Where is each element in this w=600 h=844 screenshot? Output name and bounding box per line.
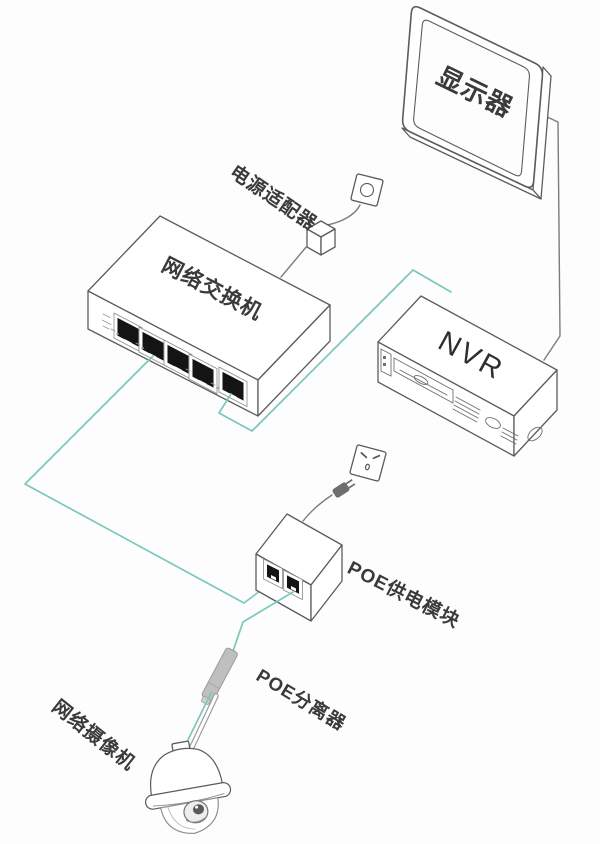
power-adapter-label: 电源适配器 (226, 160, 322, 235)
adapter-power-cord-in (326, 204, 361, 226)
poe-injector (255, 494, 343, 622)
wall-outlet-hole (359, 182, 375, 198)
switch-port-5 (218, 366, 248, 408)
poe-right-face (310, 544, 343, 622)
monitor: 显示器 (401, 5, 552, 200)
poe-port-2 (283, 569, 303, 601)
network-switch: 网络交换机 (87, 215, 331, 417)
camera-data-cable (185, 692, 212, 745)
switch-right-face (257, 304, 331, 417)
nvr-vent-grille-1 (452, 396, 481, 423)
wall-outlet-2-icon (349, 444, 387, 482)
adapter-power-cord-out (280, 245, 308, 278)
switch-port-leds (110, 328, 216, 386)
nvr-disc-tray (393, 357, 454, 404)
switch-port-1 (113, 312, 143, 354)
switch-silkscreen-marks (101, 313, 112, 330)
poe-power-cord (302, 494, 333, 522)
nvr-side-oval (527, 426, 543, 442)
ip-camera (144, 740, 232, 834)
monitor-nvr-cable (543, 115, 561, 361)
switch-ports (110, 312, 248, 408)
wall-outlet-2-plate (349, 444, 387, 482)
poe-splitter-device (201, 647, 238, 705)
poe-injector-label: POE供电模块 (344, 556, 464, 632)
nvr-vent-grille-2 (500, 427, 519, 445)
power-plug-icon (332, 479, 356, 498)
adapter-side (320, 228, 336, 256)
poe-port-1 (263, 558, 283, 590)
camera-label: 网络摄像机 (48, 695, 141, 775)
poe-splitter-label: POE分离器 (253, 665, 350, 735)
ethernet-cable-switch-nvr (218, 269, 452, 432)
nvr-front-panel (380, 348, 543, 445)
nvr-button-oval (485, 417, 501, 429)
ethernet-cable-switch-poe (24, 355, 273, 604)
nvr: NVR (377, 295, 558, 457)
camera-bell-housing (149, 747, 224, 798)
wall-outlet-icon (350, 173, 384, 207)
switch-port-4 (188, 353, 218, 395)
power-adapter-icon (306, 220, 336, 256)
ethernet-cable-poe-splitter (231, 591, 294, 655)
monitor-screen (413, 19, 530, 177)
camera-lens-glint (195, 805, 199, 809)
camera-power-cable-core (190, 694, 218, 749)
